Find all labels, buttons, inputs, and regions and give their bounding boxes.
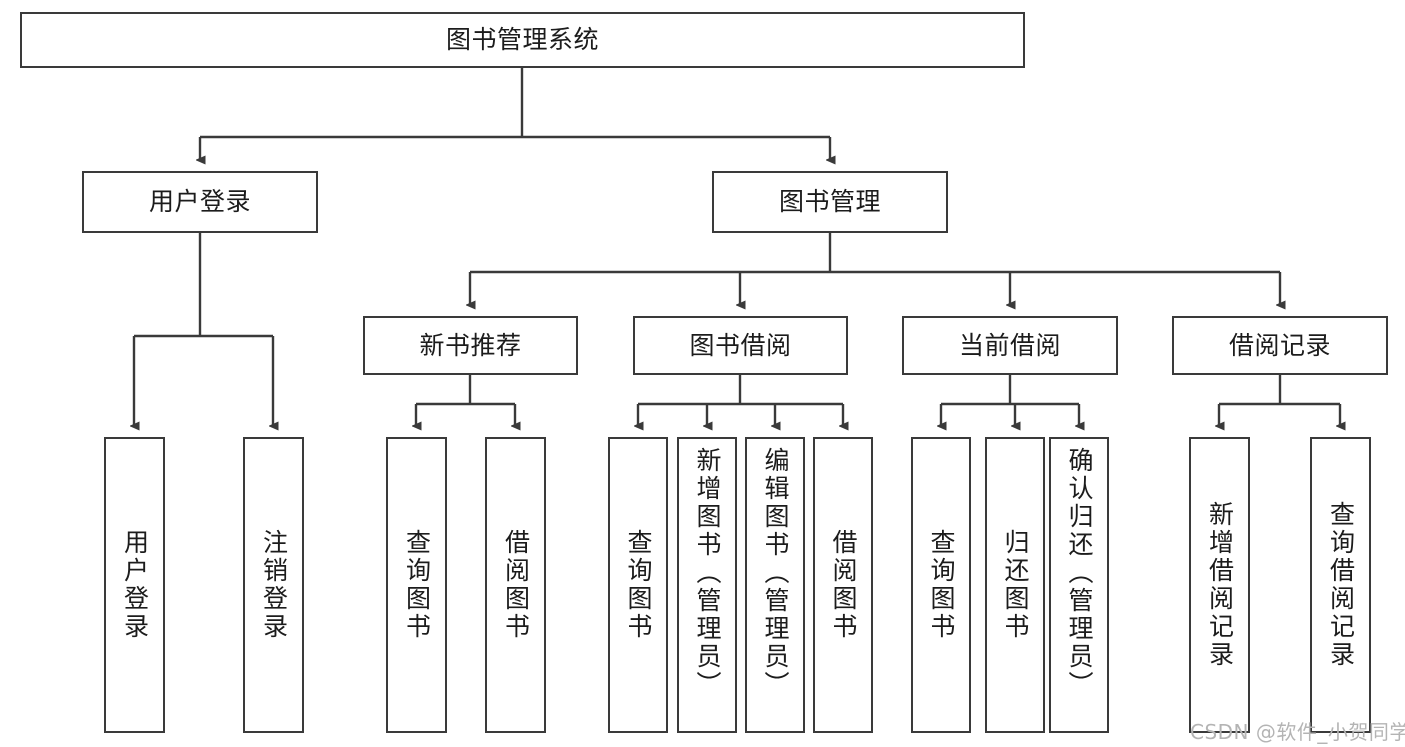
node-leaf-query-book-b[interactable]: 查询图书 [608, 437, 668, 733]
node-leaf-borrow-book-rec-label: 借阅图书 [501, 529, 531, 641]
node-book-borrow-label: 图书借阅 [689, 330, 792, 360]
node-leaf-add-record-label: 新增借阅记录 [1205, 501, 1235, 669]
node-leaf-confirm-return-label: 确认归还（管理员） [1065, 447, 1094, 699]
node-root-label: 图书管理系统 [445, 25, 599, 54]
node-leaf-return-book-label: 归还图书 [1001, 529, 1030, 641]
node-user-login-label: 用户登录 [148, 187, 251, 216]
csdn-watermark: CSDN @软件_小贺同学 [1190, 720, 1405, 744]
node-leaf-add-record[interactable]: 新增借阅记录 [1189, 437, 1250, 733]
node-leaf-add-book-label: 新增图书（管理员） [693, 447, 722, 699]
node-current-borrow[interactable]: 当前借阅 [902, 316, 1118, 375]
node-leaf-user-login[interactable]: 用户登录 [104, 437, 165, 733]
node-leaf-borrow-book-rec[interactable]: 借阅图书 [485, 437, 546, 733]
node-leaf-add-book[interactable]: 新增图书（管理员） [677, 437, 737, 733]
node-book-manage-label: 图书管理 [778, 187, 881, 216]
node-leaf-user-logout-label: 注销登录 [259, 529, 289, 641]
node-book-borrow[interactable]: 图书借阅 [633, 316, 848, 375]
node-leaf-edit-book-label: 编辑图书（管理员） [761, 447, 790, 699]
node-leaf-query-record-label: 查询借阅记录 [1326, 501, 1356, 669]
node-leaf-user-logout[interactable]: 注销登录 [243, 437, 304, 733]
node-leaf-borrow-book-b[interactable]: 借阅图书 [813, 437, 873, 733]
node-leaf-confirm-return[interactable]: 确认归还（管理员） [1049, 437, 1109, 733]
node-leaf-borrow-book-b-label: 借阅图书 [829, 529, 858, 641]
node-leaf-query-book-c-label: 查询图书 [927, 529, 956, 641]
node-leaf-user-login-label: 用户登录 [120, 529, 150, 641]
node-user-login[interactable]: 用户登录 [82, 171, 318, 233]
node-book-manage[interactable]: 图书管理 [712, 171, 948, 233]
node-current-borrow-label: 当前借阅 [958, 330, 1061, 360]
node-new-book-rec-label: 新书推荐 [419, 330, 522, 360]
node-leaf-query-book-b-label: 查询图书 [624, 529, 653, 641]
node-leaf-edit-book[interactable]: 编辑图书（管理员） [745, 437, 805, 733]
node-borrow-record-label: 借阅记录 [1228, 330, 1331, 360]
node-leaf-query-book-rec-label: 查询图书 [402, 529, 432, 641]
node-borrow-record[interactable]: 借阅记录 [1172, 316, 1388, 375]
node-root[interactable]: 图书管理系统 [20, 12, 1025, 68]
node-leaf-query-book-rec[interactable]: 查询图书 [386, 437, 447, 733]
node-leaf-query-book-c[interactable]: 查询图书 [911, 437, 971, 733]
node-leaf-query-record[interactable]: 查询借阅记录 [1310, 437, 1371, 733]
node-new-book-rec[interactable]: 新书推荐 [363, 316, 578, 375]
node-leaf-return-book[interactable]: 归还图书 [985, 437, 1045, 733]
